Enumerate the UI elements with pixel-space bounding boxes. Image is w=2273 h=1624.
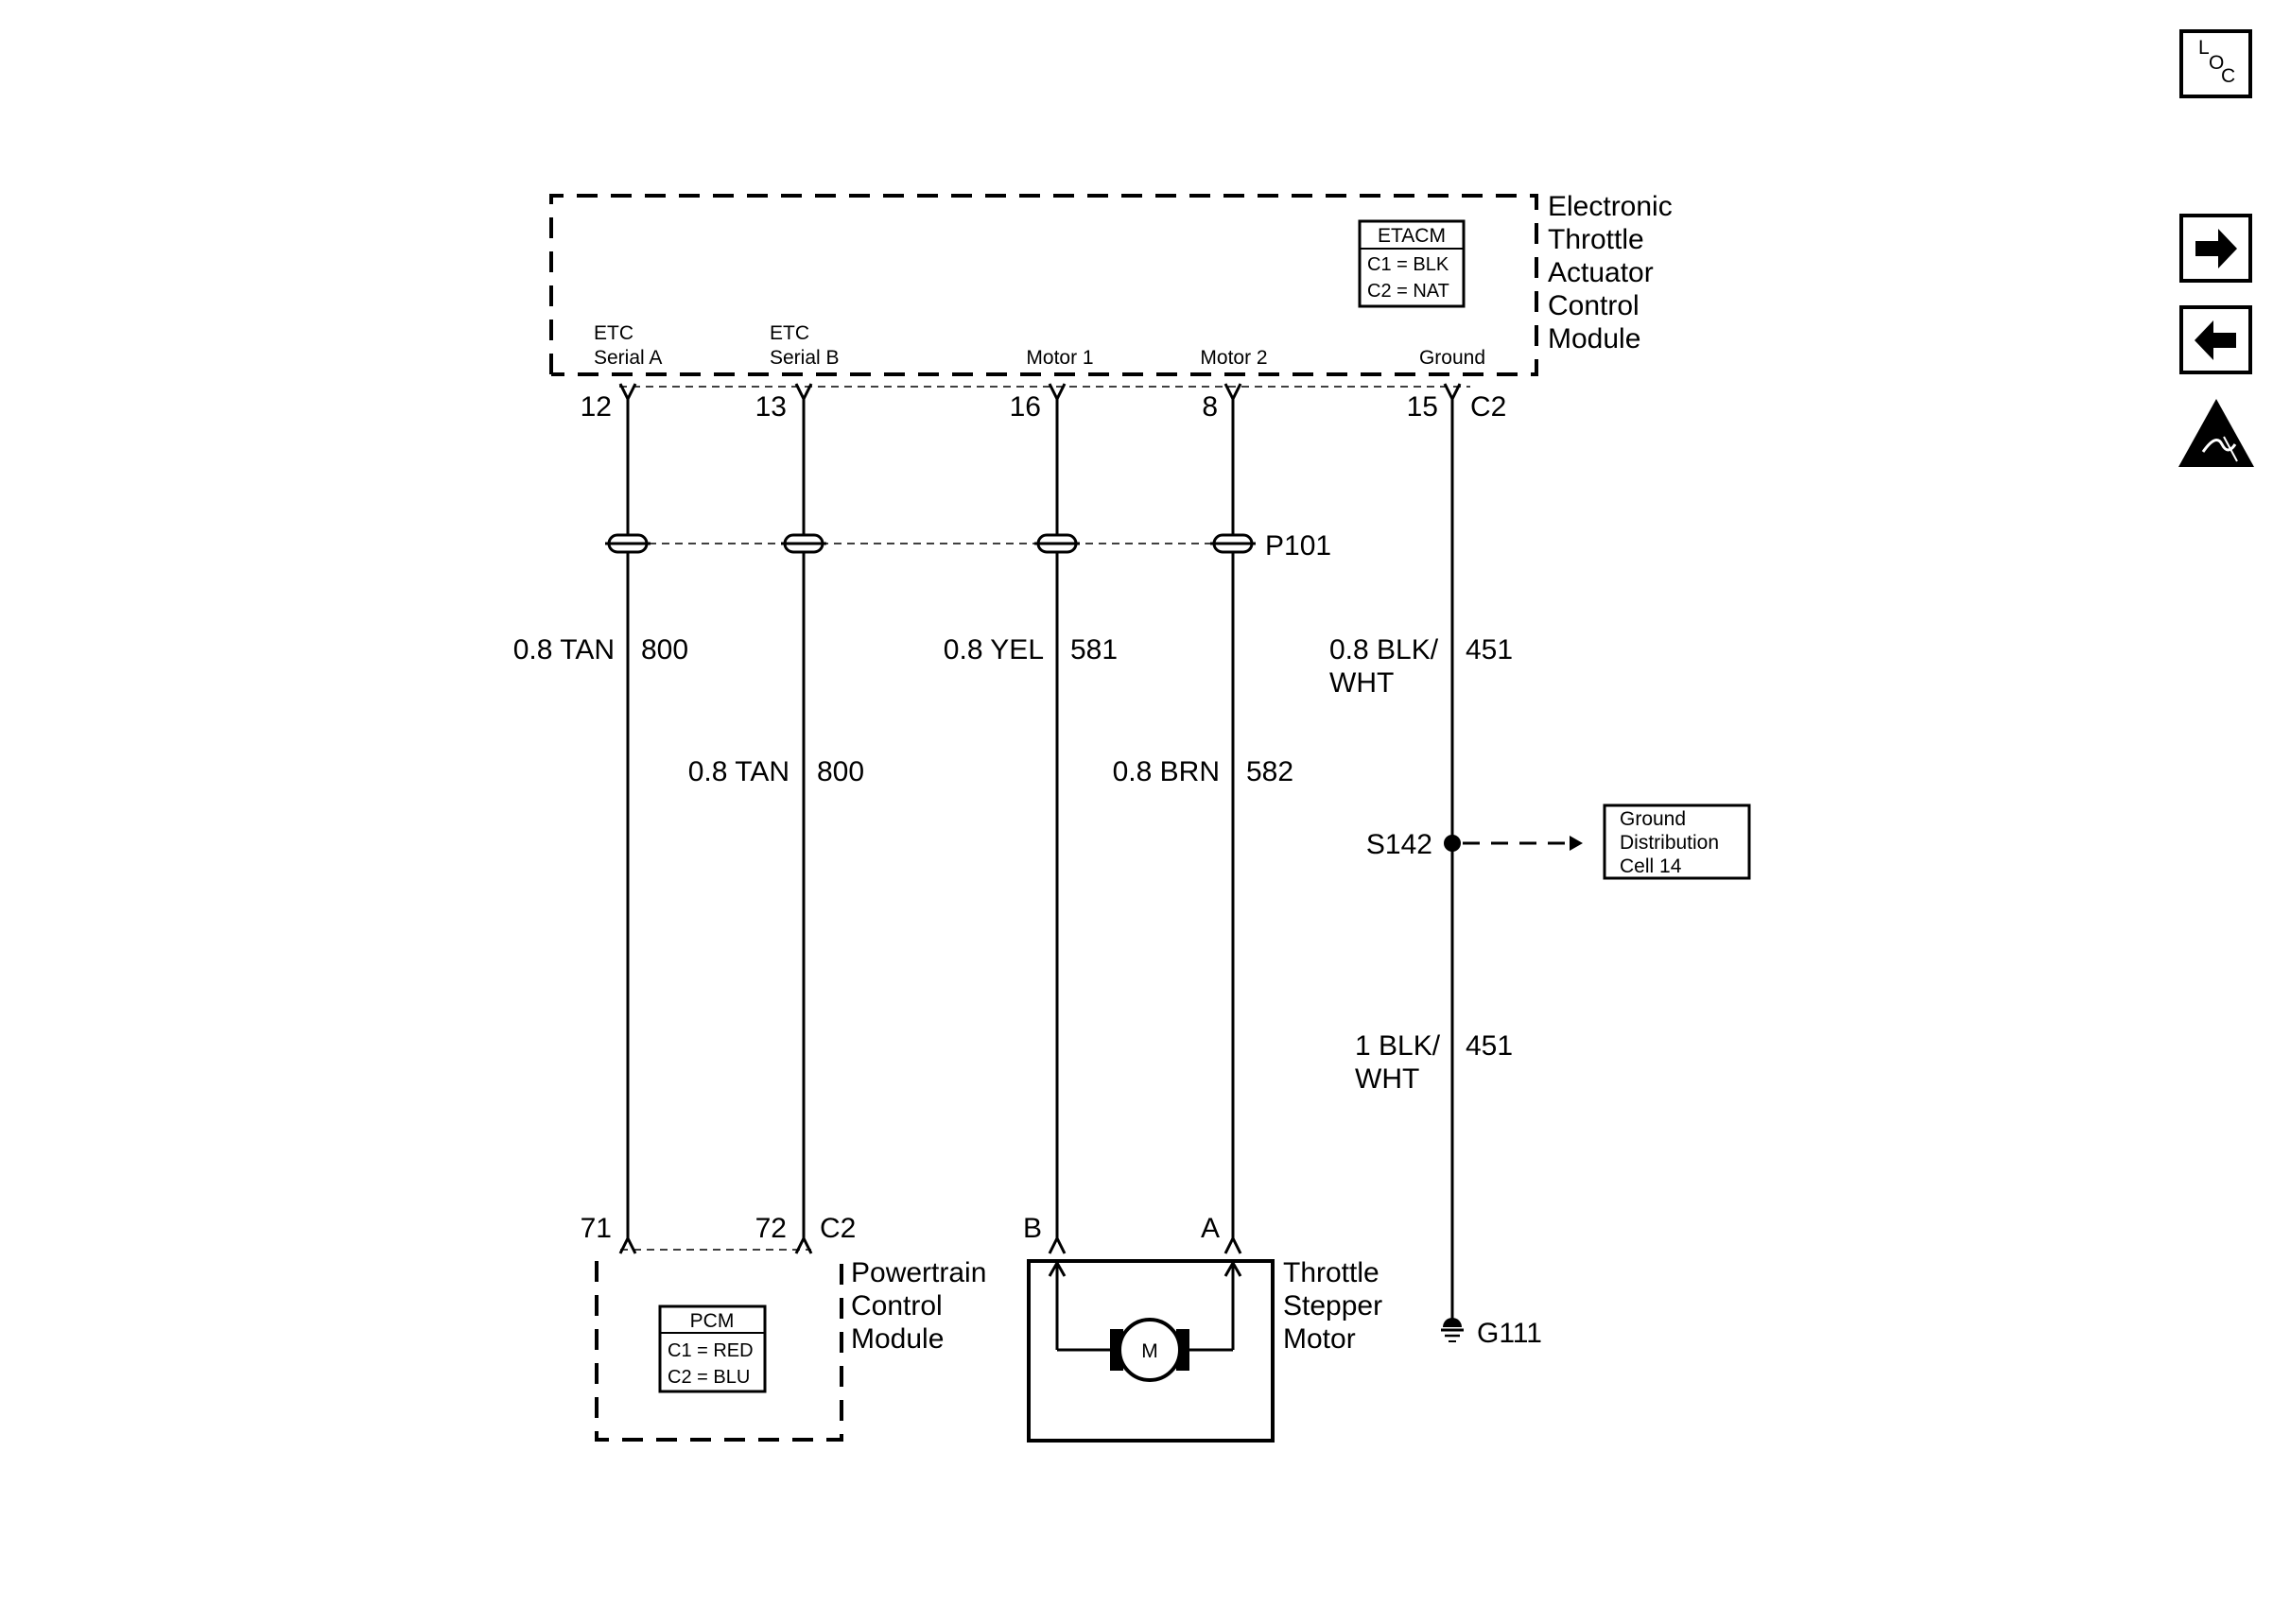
pcm-connector-label: C2: [820, 1213, 856, 1244]
splice-reference-arrowhead: [1570, 836, 1583, 851]
etacm-connector-label: C2: [1470, 391, 1506, 423]
wire-labels: 0.8 TAN 800 0.8 TAN 800 0.8 YEL 581 0.8 …: [513, 634, 1513, 1095]
left-arrow-icon[interactable]: [2179, 305, 2252, 374]
splice-label: S142: [1366, 829, 1432, 860]
wire-circuit-motor2: 582: [1246, 756, 1293, 787]
p101-terminal: [605, 533, 651, 554]
pcm-pin-serial-a: 71: [581, 1213, 612, 1244]
wire-spec-ground-lower-line2: WHT: [1355, 1063, 1419, 1095]
ground-dist-line: Ground: [1620, 808, 1686, 830]
pin-number-serial-a: 12: [581, 391, 612, 423]
pcm-id-title: PCM: [690, 1310, 735, 1332]
pin-number-serial-b: 13: [755, 391, 787, 423]
etacm-title-line: Electronic: [1548, 191, 1673, 222]
pcm-id-box: PCM C1 = RED C2 = BLU: [658, 1304, 767, 1393]
motor-symbol-icon: M: [1110, 1318, 1189, 1382]
wire-spec-ground-lower-line1: 1 BLK/: [1355, 1030, 1441, 1062]
p101-terminal: [1210, 533, 1256, 554]
stepper-title-line: Throttle: [1283, 1257, 1379, 1288]
splice-dot: [1444, 835, 1461, 852]
wire-spec-motor1: 0.8 YEL: [944, 634, 1044, 665]
wire-spec-serial-b: 0.8 TAN: [688, 756, 789, 787]
right-arrow-icon[interactable]: [2179, 214, 2252, 283]
ground-dist-line: Distribution: [1620, 832, 1719, 854]
etacm-id-c1: C1 = BLK: [1367, 254, 1449, 275]
pin-label-serial-b-top: ETC: [770, 322, 809, 344]
wire-circuit-ground-lower: 451: [1466, 1030, 1513, 1062]
wire-circuit-ground-upper: 451: [1466, 634, 1513, 665]
p101-label: P101: [1265, 530, 1331, 561]
p101-terminal: [1034, 533, 1080, 554]
ground-distribution-ref[interactable]: Ground Distribution Cell 14: [1603, 803, 1751, 880]
loc-letter: C: [2221, 65, 2235, 87]
loc-letter: L: [2198, 37, 2210, 59]
stepper-title-line: Stepper: [1283, 1290, 1382, 1322]
pcm-terminals: [618, 1235, 813, 1254]
wire-spec-ground-upper-line2: WHT: [1329, 667, 1394, 699]
pin-label-serial-a-top: ETC: [594, 322, 633, 344]
sidebar: L O C: [2178, 29, 2254, 467]
pcm-title-line: Control: [851, 1290, 943, 1322]
pcm-pin-serial-b: 72: [755, 1213, 787, 1244]
stepper-pin-a: A: [1201, 1213, 1220, 1244]
pcm-id-c1: C1 = RED: [668, 1340, 754, 1361]
etacm-id-title: ETACM: [1378, 225, 1446, 247]
pin-number-motor1: 16: [1010, 391, 1041, 423]
etacm-title-line: Actuator: [1548, 257, 1654, 288]
etacm-module: Electronic Throttle Actuator Control Mod…: [549, 191, 1673, 423]
pcm-module: 71 72 C2 PCM C1 = RED C2 = BLU Powertrai…: [581, 1213, 986, 1442]
pcm-title-line: Module: [851, 1323, 944, 1355]
ground-g111: G111: [1441, 1318, 1542, 1349]
wire-circuit-serial-a: 800: [641, 634, 688, 665]
etacm-id-c2: C2 = NAT: [1367, 281, 1449, 302]
pcm-id-c2: C2 = BLU: [668, 1367, 750, 1388]
stepper-internal-leads: [1048, 1259, 1242, 1352]
pin-number-ground: 15: [1407, 391, 1438, 423]
pcm-title-line: Powertrain: [851, 1257, 986, 1288]
etacm-title-line: Throttle: [1548, 224, 1644, 255]
p101-terminal: [781, 533, 826, 554]
wire-circuit-serial-b: 800: [817, 756, 864, 787]
pin-label-serial-b-bottom: Serial B: [770, 347, 840, 369]
ground-dist-line: Cell 14: [1620, 855, 1682, 877]
stepper-motor: B A M Throttle Stepper Motor: [1023, 1213, 1382, 1443]
loc-button[interactable]: L O C: [2179, 29, 2252, 98]
stepper-title-line: Motor: [1283, 1323, 1356, 1355]
ground-symbol-icon: [1441, 1318, 1464, 1342]
pin-label-motor1: Motor 1: [1026, 347, 1093, 369]
etacm-id-box: ETACM C1 = BLK C2 = NAT: [1358, 219, 1466, 308]
stepper-terminals: [1048, 1235, 1242, 1254]
p101-inline-connector: P101: [605, 530, 1331, 561]
pin-number-motor2: 8: [1202, 391, 1218, 423]
etacm-title-line: Control: [1548, 290, 1640, 321]
ground-label: G111: [1477, 1318, 1542, 1349]
wire-spec-serial-a: 0.8 TAN: [513, 634, 615, 665]
motor-symbol-label: M: [1141, 1340, 1158, 1362]
pcm-dashed-border: [595, 1261, 843, 1442]
stepper-pin-b: B: [1023, 1213, 1042, 1244]
pin-label-serial-a-bottom: Serial A: [594, 347, 662, 369]
loc-letter: O: [2209, 52, 2224, 74]
pin-label-ground: Ground: [1419, 347, 1485, 369]
etacm-dashed-border: [549, 194, 1538, 376]
pin-label-motor2: Motor 2: [1200, 347, 1267, 369]
wire-spec-motor2: 0.8 BRN: [1113, 756, 1220, 787]
esd-warning-icon[interactable]: [2178, 399, 2254, 467]
wire-spec-ground-upper-line1: 0.8 BLK/: [1329, 634, 1439, 665]
stepper-box: [1027, 1259, 1275, 1443]
splice-s142: S142: [1366, 829, 1583, 860]
wire-circuit-motor1: 581: [1070, 634, 1118, 665]
etacm-title-line: Module: [1548, 323, 1640, 354]
